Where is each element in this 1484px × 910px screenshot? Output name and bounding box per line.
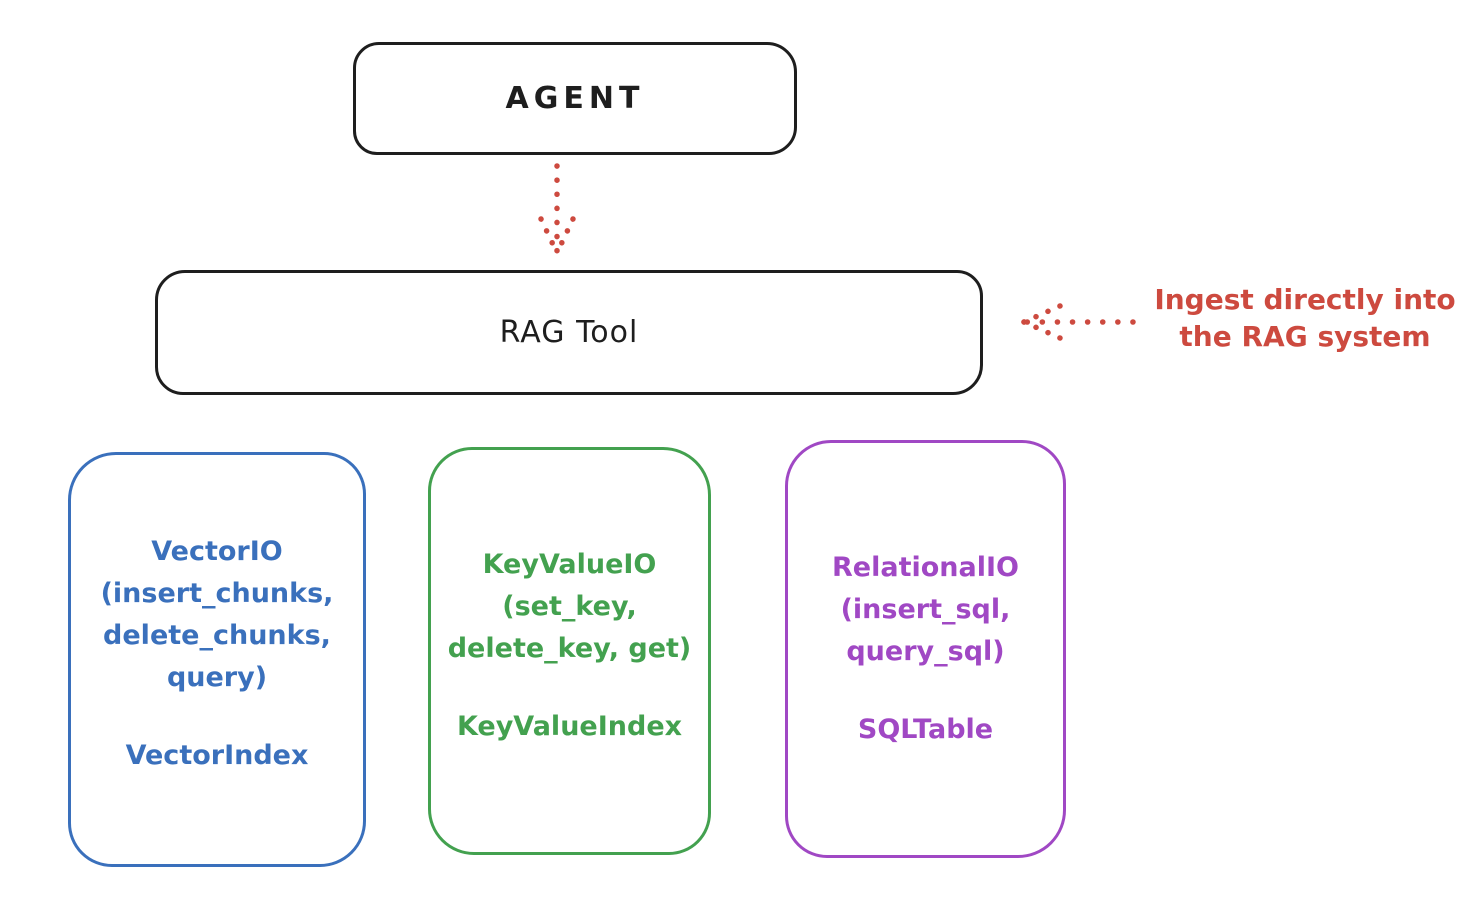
agent-to-rag-arrow-icon xyxy=(538,163,576,256)
vector-io-lines: VectorIO (insert_chunks, delete_chunks, … xyxy=(101,531,334,699)
relational-io-lines: RelationalIO (insert_sql, query_sql) xyxy=(832,547,1019,673)
rag-tool-node: RAG Tool xyxy=(155,270,983,395)
vector-index-label: VectorIndex xyxy=(125,740,309,771)
key-value-io-node: KeyValueIO (set_key, delete_key, get) Ke… xyxy=(428,447,711,855)
ingest-annotation-line1: Ingest directly into xyxy=(1154,283,1456,316)
relational-io-line: query_sql) xyxy=(846,636,1005,667)
vector-io-line: VectorIO xyxy=(151,536,283,567)
key-value-io-line: KeyValueIO xyxy=(482,549,657,580)
relational-io-line: RelationalIO xyxy=(832,552,1019,583)
relational-io-line: (insert_sql, xyxy=(840,594,1011,625)
ingest-arrow-icon xyxy=(1021,303,1136,341)
rag-tool-label: RAG Tool xyxy=(499,315,639,350)
key-value-index-label: KeyValueIndex xyxy=(456,711,683,742)
ingest-annotation-line2: the RAG system xyxy=(1179,320,1431,353)
key-value-io-lines: KeyValueIO (set_key, delete_key, get) xyxy=(448,544,692,670)
key-value-io-line: (set_key, xyxy=(502,591,637,622)
sql-table-label: SQLTable xyxy=(857,714,994,745)
relational-io-node: RelationalIO (insert_sql, query_sql) SQL… xyxy=(785,440,1066,858)
vector-io-line: (insert_chunks, xyxy=(100,578,334,609)
vector-io-line: query) xyxy=(166,662,268,693)
agent-label: AGENT xyxy=(505,81,645,116)
key-value-io-line: delete_key, get) xyxy=(447,633,692,664)
vector-io-line: delete_chunks, xyxy=(103,620,331,651)
agent-node: AGENT xyxy=(353,42,797,155)
vector-io-node: VectorIO (insert_chunks, delete_chunks, … xyxy=(68,452,366,867)
ingest-annotation: Ingest directly into the RAG system xyxy=(1135,281,1475,355)
